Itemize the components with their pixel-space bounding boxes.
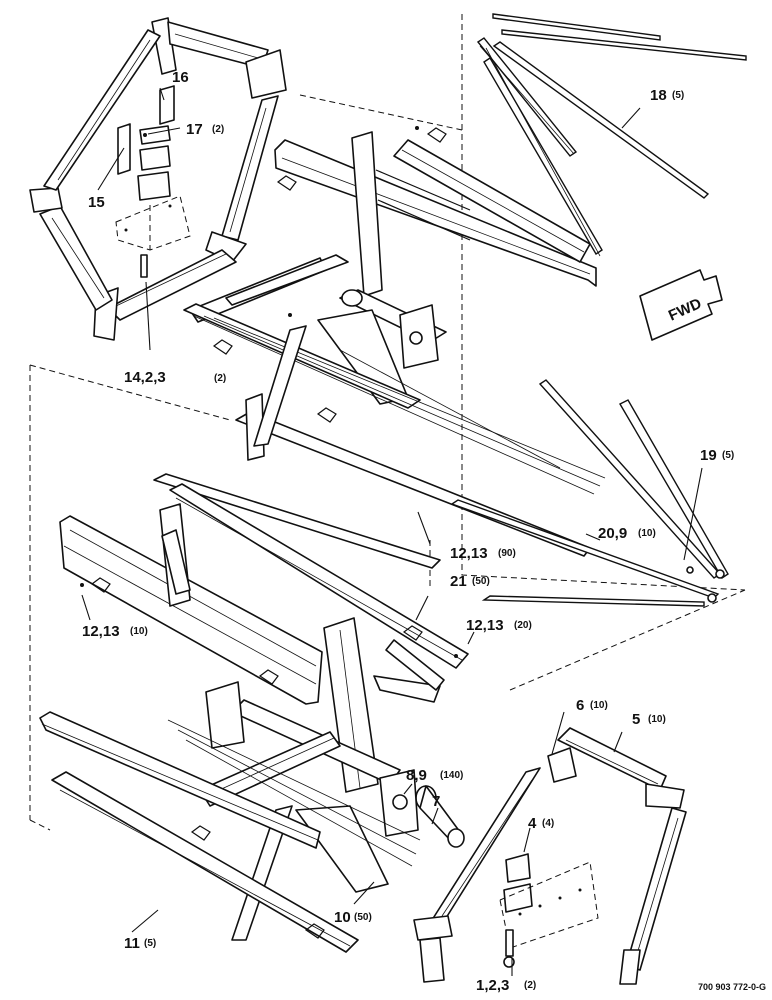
- svg-text:(140): (140): [440, 770, 463, 781]
- svg-text:(5): (5): [672, 90, 684, 101]
- callout-21: 21 (50): [450, 573, 490, 590]
- svg-text:8,9: 8,9: [406, 767, 427, 784]
- svg-text:14,2,3: 14,2,3: [124, 369, 166, 386]
- svg-text:12,13: 12,13: [450, 545, 488, 562]
- callout-12-13-20: 12,13 (20): [466, 617, 532, 634]
- upper-rods: [476, 13, 747, 257]
- svg-text:(10): (10): [590, 700, 608, 711]
- callout-19: 19 (5): [700, 447, 734, 464]
- svg-text:(50): (50): [472, 576, 490, 587]
- svg-text:18: 18: [650, 87, 667, 104]
- callout-11: 11 (5): [124, 935, 156, 952]
- svg-text:(20): (20): [514, 620, 532, 631]
- callout-15: 15: [88, 194, 105, 211]
- callout-5: 5 (10): [632, 711, 666, 728]
- svg-text:19: 19: [700, 447, 717, 464]
- callout-6: 6 (10): [576, 697, 608, 714]
- svg-text:(5): (5): [722, 450, 734, 461]
- svg-text:(10): (10): [638, 528, 656, 539]
- svg-text:20,9: 20,9: [598, 525, 627, 542]
- svg-text:(5): (5): [144, 938, 156, 949]
- svg-text:7: 7: [432, 793, 440, 810]
- svg-text:(10): (10): [130, 626, 148, 637]
- svg-text:17: 17: [186, 121, 203, 138]
- callout-17: 17 (2): [186, 121, 224, 138]
- upper-reel-spider: [29, 17, 287, 341]
- svg-text:5: 5: [632, 711, 640, 728]
- svg-text:(2): (2): [212, 124, 224, 135]
- svg-text:(10): (10): [648, 714, 666, 725]
- callout-12-13-10: 12,13 (10): [82, 623, 148, 640]
- callout-1-2-3: 1,2,3 (2): [476, 977, 536, 994]
- callout-10: 10 (50): [334, 909, 372, 926]
- svg-text:(2): (2): [524, 980, 536, 991]
- svg-text:21: 21: [450, 573, 467, 590]
- svg-text:1,2,3: 1,2,3: [476, 977, 509, 994]
- callout-labels: 16 17 (2) 15 14,2,3 (2) 18 (5) 19 (5) 20…: [82, 69, 734, 994]
- svg-text:15: 15: [88, 194, 105, 211]
- callout-14: 14,2,3 (2): [124, 369, 226, 386]
- svg-text:10: 10: [334, 909, 351, 926]
- callout-8-9: 8,9 (140): [406, 767, 463, 784]
- svg-text:(4): (4): [542, 818, 554, 829]
- svg-text:6: 6: [576, 697, 584, 714]
- upper-hub-assembly: [115, 85, 191, 278]
- svg-text:(50): (50): [354, 912, 372, 923]
- drawing-code: 700 903 772-0-G: [698, 982, 766, 992]
- callout-12-13-90: 12,13 (90): [450, 545, 516, 562]
- svg-text:4: 4: [528, 815, 537, 832]
- svg-text:(2): (2): [214, 373, 226, 384]
- callout-20-9: 20,9 (10): [598, 525, 656, 542]
- phantom-lines: [29, 14, 746, 831]
- callout-4: 4 (4): [528, 815, 554, 832]
- callout-7: 7: [432, 793, 440, 810]
- callout-18: 18 (5): [650, 87, 684, 104]
- svg-text:16: 16: [172, 69, 189, 86]
- lower-reel-spider: [413, 727, 687, 985]
- fwd-direction-arrow: FWD: [639, 269, 723, 341]
- middle-rods: [450, 379, 729, 607]
- svg-text:12,13: 12,13: [466, 617, 504, 634]
- svg-text:(90): (90): [498, 548, 516, 559]
- lower-shaft-assembly: [39, 473, 469, 953]
- svg-text:12,13: 12,13: [82, 623, 120, 640]
- leader-lines: [81, 87, 703, 976]
- callout-16: 16: [172, 69, 189, 86]
- svg-text:11: 11: [124, 935, 140, 952]
